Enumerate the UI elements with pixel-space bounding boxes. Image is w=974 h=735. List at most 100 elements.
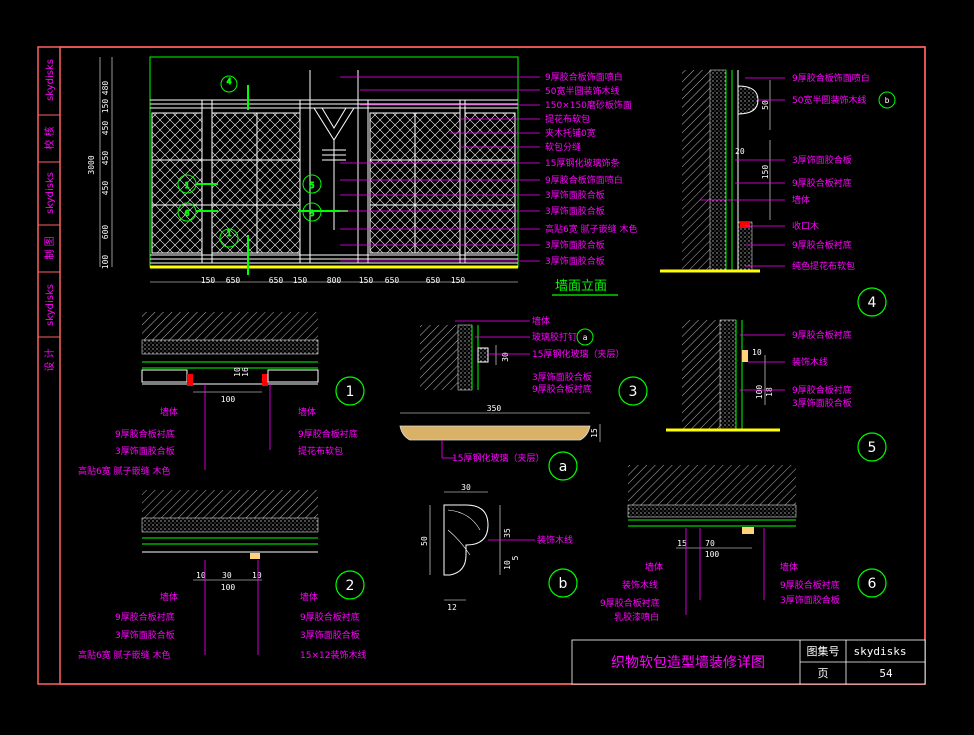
d5-dim-100: 100 [755,385,764,400]
db-dim-35: 35 [503,528,512,538]
elevation-title: 墙面立面 [555,279,607,294]
sidebar-text-2: 校 核 [43,126,56,149]
dim-bottom-7: 650 [385,276,400,285]
detail-5: 10 100 18 9厚胶合板衬底 装饰木线 9厚胶合板衬底 3厚饰面胶合板 5 [666,319,887,462]
d4-dim-150: 150 [761,165,770,180]
callout-e2: 50宽半圆装饰木线 [545,85,619,97]
d5-dim-18: 18 [765,387,774,397]
d1-right-2: 9厚胶合板衬底 [298,428,358,440]
d5-callout-3: 9厚胶合板衬底 [792,384,852,396]
d1-dim-16: 16 [241,367,250,377]
callout-e4: 提花布软包 [545,113,590,125]
detail-a: 350 15 15厚钢化玻璃（夹层） a [399,404,601,481]
d1-left-3: 3厚饰面胶合板 [115,445,175,457]
d5-callout-1: 9厚胶合板衬底 [792,329,852,341]
detail-2: 10 30 100 10 墙体 9厚胶合板衬底 3厚饰面胶合板 高贴6宽 腻子嵌… [78,490,366,661]
d3-callout-2: 玻璃胶打钉 [532,331,577,343]
marker-3: 3 [310,209,315,218]
d2-left-2: 9厚胶合板衬底 [115,611,175,623]
d6-left-1: 墙体 [645,561,663,573]
inner-frame [59,46,926,685]
d3-marker: a [583,333,588,342]
d2-dim-10b: 10 [252,571,262,580]
d2-dim-30: 30 [222,571,232,580]
callout-e8: 9厚胶合板饰面喷白 [545,174,623,186]
elevation-left-dims: 480 150 450 450 450 600 100 3000 [87,57,113,270]
detail-6-number: 6 [868,576,877,592]
callout-e9: 3厚饰面胶合板 [545,189,605,201]
d3-callout-1: 墙体 [532,315,550,327]
detail-3: 30 墙体 玻璃胶打钉 15厚钢化玻璃（夹层） 3厚饰面胶合板 9厚胶合板衬底 … [420,315,648,406]
d6-left-4: 乳胶漆喷白 [614,611,659,623]
d3-dim-30: 30 [501,352,510,362]
page-value: 54 [879,667,893,680]
elevation-callouts: 9厚胶合板饰面喷白 50宽半圆装饰木线 150×150磨砂板饰面 提花布软包 夹… [340,71,637,267]
dim-left-2: 150 [101,99,110,114]
dim-left-5: 450 [101,181,110,196]
d2-left-3: 3厚饰面胶合板 [115,629,175,641]
d5-dim-10: 10 [752,348,762,357]
dim-left-1: 480 [101,81,110,96]
dim-left-4: 450 [101,151,110,166]
dim-total-height: 3000 [87,155,96,174]
detail-3-number: 3 [629,384,638,400]
d6-right-2: 9厚胶合板衬底 [780,579,840,591]
d4-callout-6: 收口木 [792,220,819,232]
detail-4: 50 150 20 9厚胶合板饰面喷白 50宽半圆装饰木线 3厚饰面胶合板 9厚… [660,69,896,317]
detail-a-number: a [559,459,568,475]
sidebar-text-3: skydisks [45,172,56,214]
dim-left-7: 100 [101,255,110,270]
elevation-markers: 4 1 5 6 3 1 [177,75,322,248]
callout-e13: 3厚饰面胶合板 [545,255,605,267]
dim-bottom-2: 650 [226,276,241,285]
marker-6: 6 [185,209,190,218]
d1-left-1: 墙体 [160,406,178,418]
d1-right-3: 提花布软包 [298,445,343,457]
elevation-view: 480 150 450 450 450 600 100 3000 150 650… [87,56,637,296]
db-callout-1: 装饰木线 [537,534,573,546]
d3-callout-5: 9厚胶合板衬底 [532,383,592,395]
d4-callout-1: 9厚胶合板饰面喷白 [792,72,870,84]
da-dim-15: 15 [590,428,599,438]
callout-e7: 15厚钢化玻璃饰条 [545,157,619,169]
detail-4-number: 4 [868,295,877,311]
db-dim-12: 12 [447,603,457,612]
da-dim-350: 350 [487,404,502,413]
callout-e11: 高贴6宽 腻子嵌缝 木色 [545,223,637,235]
dim-bottom-4: 150 [293,276,308,285]
sidebar-text-6: 设 计 [43,348,56,371]
d1-right-1: 墙体 [298,406,316,418]
d6-right-1: 墙体 [780,561,798,573]
marker-5: 5 [310,181,315,190]
dim-bottom-3: 650 [269,276,284,285]
d4-marker: b [885,96,890,105]
d6-dim-70: 70 [705,539,715,548]
d6-left-2: 装饰木线 [622,579,658,591]
d1-dim-100: 100 [221,395,236,404]
detail-1-number: 1 [346,384,355,400]
sidebar: skydisks 校 核 skydisks 制 图 skydisks 设 计 [38,59,60,372]
d1-left-2: 9厚胶合板衬底 [115,428,175,440]
d5-callout-2: 装饰木线 [792,356,828,368]
title-block: 织物软包造型墙装修详图 图集号 skydisks 页 54 [571,639,926,685]
callout-e3: 150×150磨砂板饰面 [545,99,632,111]
d4-callout-5: 墙体 [792,194,810,206]
sidebar-text-4: 制 图 [43,236,56,259]
d4-callout-7: 9厚胶合板衬底 [792,239,852,251]
d2-right-2: 9厚胶合板衬底 [300,611,360,623]
dim-bottom-8: 650 [426,276,441,285]
marker-4: 4 [227,77,232,86]
dim-bottom-6: 150 [359,276,374,285]
drawing-title: 织物软包造型墙装修详图 [611,655,765,671]
db-dim-10: 10 [503,560,512,570]
d2-right-3: 3厚饰面胶合板 [300,629,360,641]
d4-callout-2: 50宽半圆装饰木线 [792,94,866,106]
dim-bottom-9: 150 [451,276,466,285]
d2-right-4: 15×12装饰木线 [300,649,366,661]
detail-5-number: 5 [868,440,877,456]
dim-bottom-1: 150 [201,276,216,285]
d4-dim-20: 20 [735,147,745,156]
callout-e12: 3厚饰面胶合板 [545,239,605,251]
d1-dim-10: 10 [233,367,242,377]
dim-bottom-5: 800 [327,276,342,285]
